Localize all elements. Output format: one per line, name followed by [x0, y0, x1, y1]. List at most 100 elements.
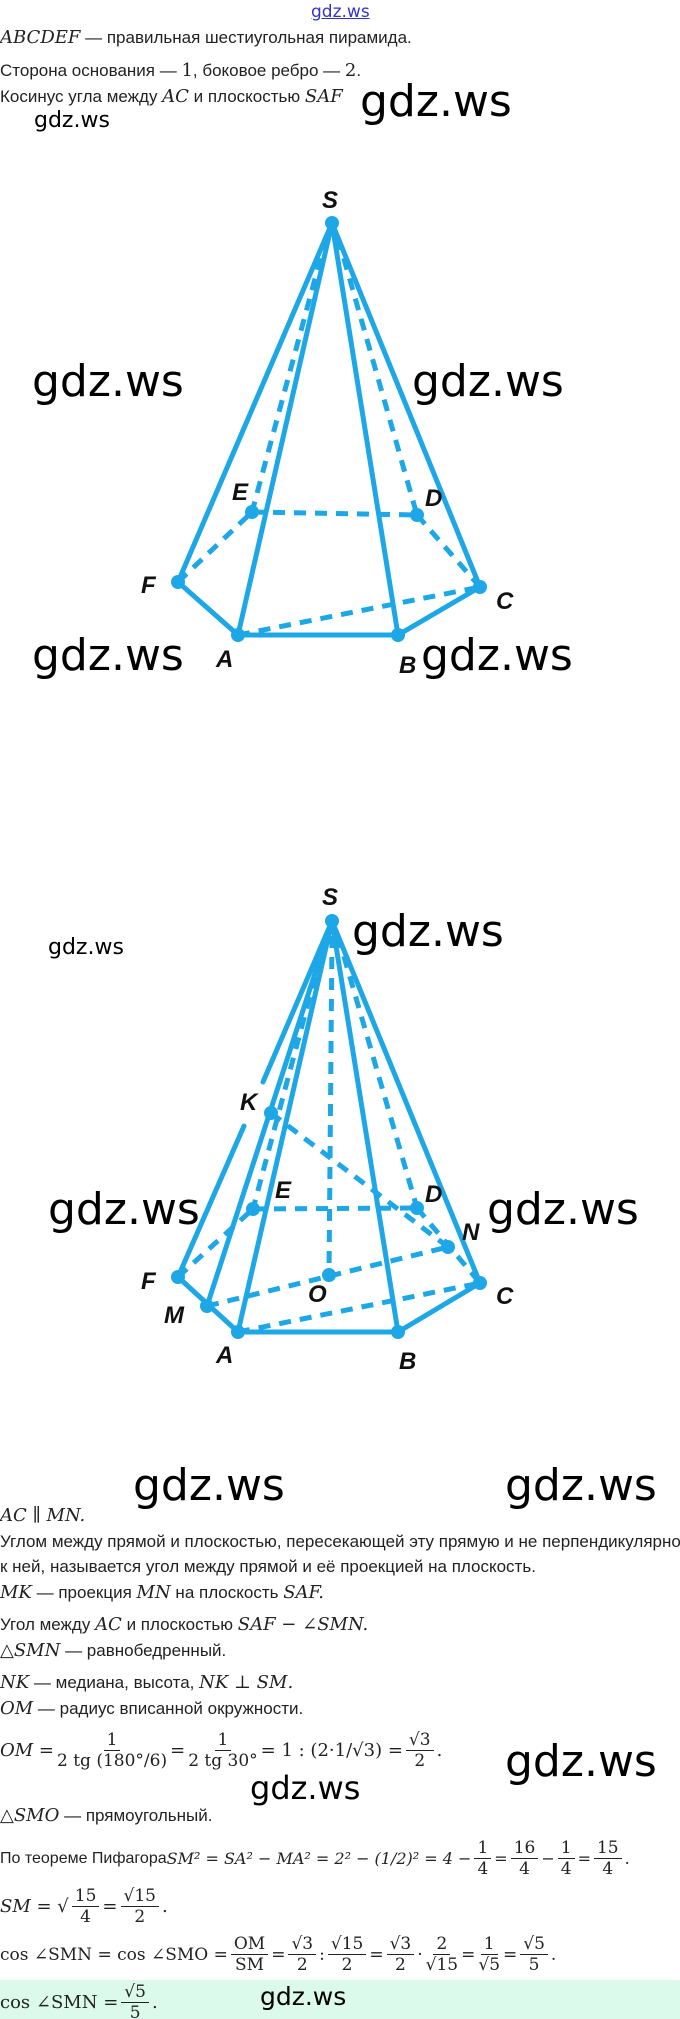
text: .: [356, 61, 362, 80]
math: SM = √: [0, 1896, 69, 1917]
math: AC ∥ MN.: [0, 1505, 86, 1526]
math: MN: [136, 1582, 171, 1603]
label-F: F: [141, 1268, 157, 1295]
solution-line-8: OM — радиус вписанной окружности.: [0, 1698, 303, 1720]
fraction: 1√5: [478, 1934, 500, 1975]
den: 2: [341, 1955, 353, 1975]
num: √5: [121, 1982, 149, 2003]
den: 5: [528, 1955, 540, 1975]
watermark: gdz.ws: [133, 1460, 285, 1511]
watermark: gdz.ws: [505, 1460, 657, 1511]
den: SM: [235, 1955, 265, 1975]
solid-edges: [175, 220, 483, 638]
vertices: [171, 216, 487, 642]
math: AC: [95, 1614, 122, 1635]
label-K: K: [240, 1089, 259, 1116]
text: , боковое ребро —: [192, 61, 345, 80]
den: 5: [129, 2003, 141, 2019]
text: — правильная шестиугольная пирамида.: [80, 28, 412, 47]
math: =: [494, 1849, 508, 1868]
text: Косинус угла между: [0, 87, 163, 106]
label-B: B: [399, 652, 416, 679]
text: — медиана, высота,: [29, 1673, 200, 1692]
math: cos ∠SMN = cos ∠SMO =: [0, 1944, 228, 1965]
num: √15: [327, 1934, 367, 1955]
den: 2: [414, 1751, 426, 1771]
watermark: gdz.ws: [487, 1184, 639, 1235]
solution-line-3: к ней, называется угол между прямой и её…: [0, 1557, 536, 1576]
watermark: gdz.ws: [360, 76, 512, 127]
text: и плоскостью: [188, 87, 305, 106]
math: OM =: [0, 1740, 54, 1761]
math: MK: [0, 1582, 32, 1603]
text: — прямоугольный.: [59, 1806, 213, 1825]
num: √3: [288, 1934, 317, 1955]
label-D: D: [425, 1181, 442, 1208]
math: .: [550, 1944, 557, 1965]
num: 1: [557, 1838, 575, 1859]
watermark: gdz.ws: [32, 356, 184, 407]
math: .: [161, 1896, 168, 1917]
math: SM² = SA² − MA² = 2² − (1/2)² = 4 −: [166, 1849, 472, 1868]
site-link[interactable]: gdz.ws: [311, 2, 370, 22]
num: √15: [120, 1886, 159, 1907]
math: 2: [344, 60, 357, 81]
math: =: [271, 1944, 286, 1965]
num: 1: [103, 1730, 121, 1751]
text: — проекция: [31, 1583, 137, 1602]
math: −: [541, 1849, 555, 1868]
den: 2: [134, 1907, 146, 1927]
den: 2 tg (180°/6): [57, 1751, 168, 1771]
watermark: gdz.ws: [421, 630, 573, 681]
math: .: [624, 1849, 630, 1868]
num: √5: [520, 1934, 548, 1955]
solution-line-1: AC ∥ MN.: [0, 1505, 85, 1527]
solution-line-7: NK — медиана, высота, NK ⊥ SM.: [0, 1672, 293, 1694]
label-A: A: [215, 646, 233, 673]
math: cos ∠SMN =: [0, 1992, 119, 2013]
label-S: S: [322, 884, 338, 911]
label-B: B: [399, 1348, 416, 1375]
watermark: gdz.ws: [48, 1184, 200, 1235]
label-C: C: [496, 1283, 514, 1310]
math: =: [577, 1849, 591, 1868]
math: SAF.: [283, 1582, 324, 1603]
label-D: D: [425, 485, 442, 512]
vertices: [171, 914, 487, 1339]
den: 4: [602, 1859, 614, 1879]
label-E: E: [275, 1177, 292, 1204]
math: NK: [0, 1672, 30, 1693]
label-S: S: [322, 187, 338, 214]
label-M: M: [164, 1302, 185, 1329]
fraction: 2√15: [426, 1934, 458, 1975]
text: Угол между: [0, 1615, 96, 1634]
den: 4: [519, 1859, 530, 1879]
math: =: [170, 1740, 186, 1761]
math: =: [503, 1944, 518, 1965]
num: √3: [386, 1934, 415, 1955]
pyramid-figure-1: S E D F C A B: [141, 187, 514, 679]
text: — радиус вписанной окружности.: [33, 1699, 304, 1718]
text: По теореме Пифагора: [0, 1849, 167, 1867]
den: 2: [394, 1955, 406, 1975]
math: OM: [0, 1698, 34, 1719]
math: .: [436, 1740, 443, 1761]
pythagoras-formula: По теореме Пифагора SM² = SA² − MA² = 2²…: [0, 1838, 630, 1879]
solution-line-9: △SMO — прямоугольный.: [0, 1805, 212, 1827]
math: ABCDEF: [0, 27, 81, 48]
